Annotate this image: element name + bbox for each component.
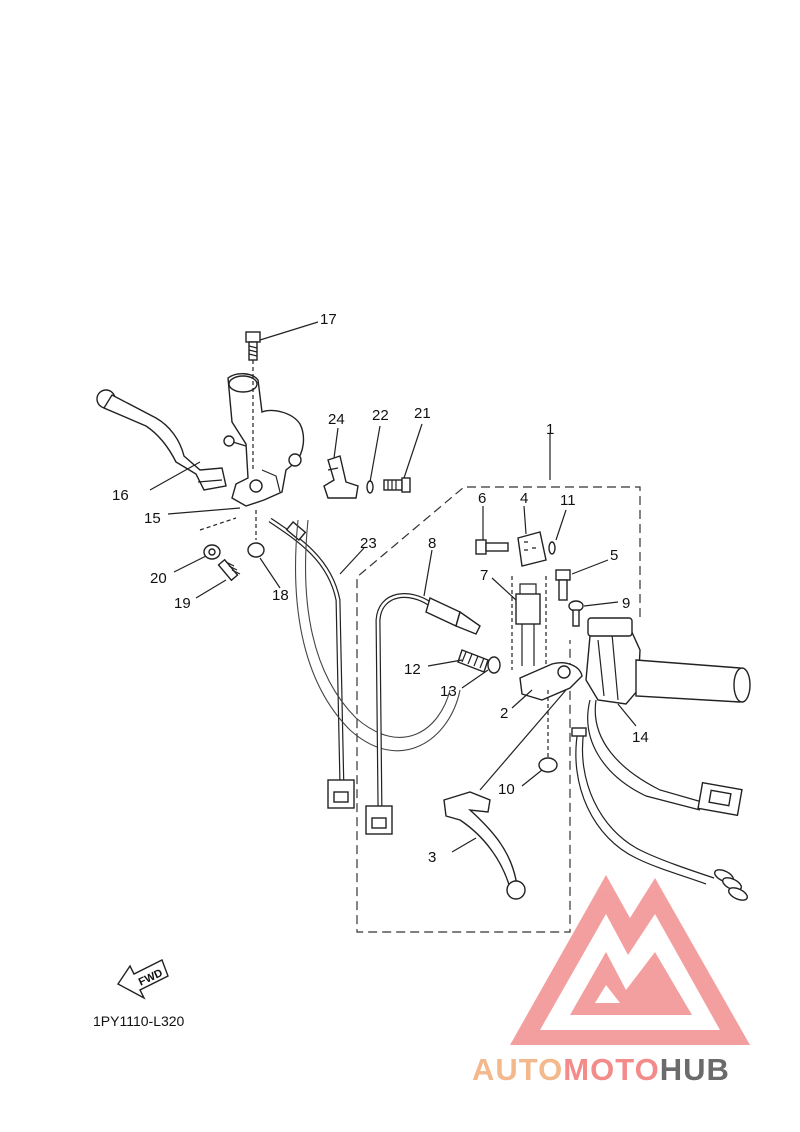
watermark-part-hub: HUB xyxy=(660,1052,730,1087)
leader-lines xyxy=(149,321,637,853)
clamp-24 xyxy=(323,455,359,499)
switch-7 xyxy=(515,583,541,666)
part-label-3: 3 xyxy=(428,849,436,866)
switch-4 xyxy=(517,531,547,567)
clutch-bracket xyxy=(223,373,305,507)
watermark-logo-icon xyxy=(510,875,750,1045)
switch-wiring xyxy=(571,699,749,901)
part-label-20: 20 xyxy=(150,570,167,587)
watermark-part-moto: MOTO xyxy=(563,1052,659,1087)
clutch-lever-16 xyxy=(96,389,227,491)
part-label-17: 17 xyxy=(320,311,337,328)
part-label-19: 19 xyxy=(174,595,191,612)
part-label-7: 7 xyxy=(480,567,488,584)
screw-19 xyxy=(217,558,241,582)
part-label-2: 2 xyxy=(500,705,508,722)
part-label-21: 21 xyxy=(414,405,431,422)
part-label-8: 8 xyxy=(428,535,436,552)
nut-18 xyxy=(247,542,265,558)
fwd-arrow-icon: FWD xyxy=(116,959,169,1000)
part-label-16: 16 xyxy=(112,487,129,504)
cable-23 xyxy=(268,517,355,809)
bolt-6 xyxy=(475,539,509,555)
handlebar-switch-14 xyxy=(585,617,641,705)
part-label-23: 23 xyxy=(360,535,377,552)
part-label-4: 4 xyxy=(520,490,528,507)
part-label-6: 6 xyxy=(478,490,486,507)
watermark-part-auto: AUTO xyxy=(472,1052,563,1087)
spring-12 xyxy=(457,649,489,673)
wire-harness xyxy=(294,519,461,752)
bolt-5 xyxy=(555,569,571,601)
cable-8 xyxy=(365,593,481,835)
washer-22 xyxy=(366,480,374,494)
part-label-9: 9 xyxy=(622,595,630,612)
throttle-grip xyxy=(635,659,751,703)
clip-11 xyxy=(548,541,556,555)
part-labels: 17 16 15 24 22 21 20 19 18 23 8 1 6 4 11… xyxy=(112,311,649,866)
svg-text:AUTOMOTOHUB: AUTOMOTOHUB xyxy=(472,1052,730,1087)
part-label-1: 1 xyxy=(546,421,554,438)
washer-13 xyxy=(487,656,501,674)
diagram-code: 1PY1110-L320 xyxy=(93,1013,185,1029)
part-label-14: 14 xyxy=(632,729,649,746)
nut-10 xyxy=(538,690,558,773)
part-label-18: 18 xyxy=(272,587,289,604)
part-label-5: 5 xyxy=(610,547,618,564)
bolt-21 xyxy=(383,477,411,493)
part-label-22: 22 xyxy=(372,407,389,424)
part-label-24: 24 xyxy=(328,411,345,428)
assembly-boundary xyxy=(356,486,641,933)
lever-holder-2 xyxy=(519,662,583,701)
part-label-12: 12 xyxy=(404,661,421,678)
watermark-text: AUTOMOTOHUB xyxy=(472,1052,730,1087)
part-label-11: 11 xyxy=(560,492,576,509)
part-label-10: 10 xyxy=(498,781,515,798)
part-label-13: 13 xyxy=(440,683,457,700)
brake-lever-3 xyxy=(443,791,526,900)
screw-9 xyxy=(568,600,584,627)
nut-20 xyxy=(203,544,221,560)
part-label-15: 15 xyxy=(144,510,161,527)
bolt-17 xyxy=(245,331,261,470)
